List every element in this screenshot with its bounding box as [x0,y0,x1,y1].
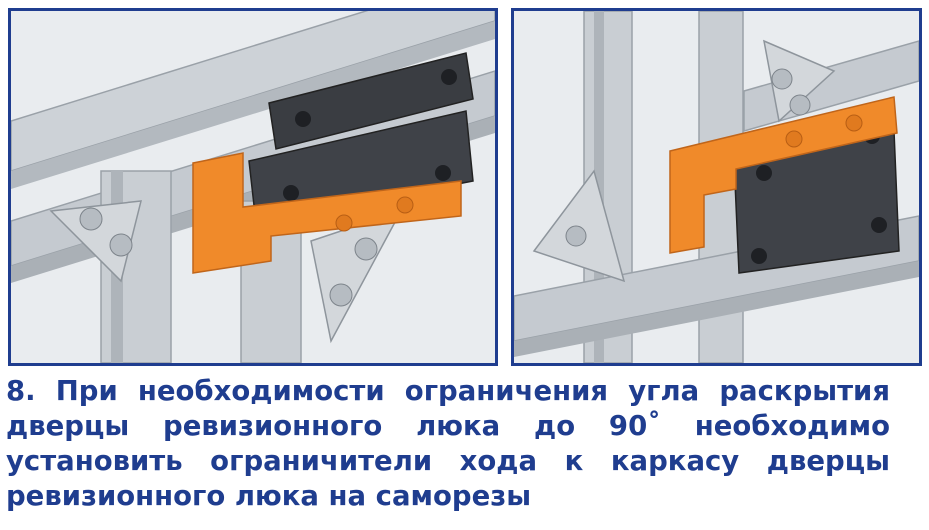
gusset-bolt [329,283,353,307]
gusset-bolt [79,207,103,231]
door-limiter-open-view-illustration [514,11,919,363]
screw-head [751,248,767,264]
caption-line-1: 8. При необходимости ограничения угла ра… [6,375,890,407]
corner-gusset [763,39,836,123]
caption-line-2: дверцы ревизионного люка до 90˚ необходи… [6,410,890,442]
gusset-bolt [565,225,587,247]
orange-limiter-plate [192,152,462,274]
gusset-bolt [789,94,811,116]
screw-head [335,214,353,232]
illustration-right-panel [511,8,922,366]
caption-line-3: установить ограничители хода к каркасу д… [6,445,890,477]
dark-bracket-top [268,52,474,150]
illustration-left-panel [8,8,498,366]
gusset-bolt [771,68,793,90]
screw-head [295,111,311,127]
screw-head [283,185,299,201]
screw-head [756,165,772,181]
orange-limiter-plate [669,96,898,254]
caption-line-4: ревизионного люка на саморезы [6,480,532,512]
screw-head [435,165,451,181]
gusset-bolt [109,233,133,257]
instruction-caption: 8. При необходимости ограничения угла ра… [6,374,890,514]
dark-bracket-body [248,110,474,224]
diagonal-profile [11,11,495,172]
screw-head [396,196,414,214]
diagonal-profile-shade [514,261,919,357]
door-limiter-closed-view-illustration [11,11,495,363]
gusset-bolt [354,237,378,261]
screw-head [871,217,887,233]
diagonal-profile-shade [11,21,495,189]
screw-head [441,69,457,85]
screw-head [845,114,863,132]
screw-head [785,130,803,148]
